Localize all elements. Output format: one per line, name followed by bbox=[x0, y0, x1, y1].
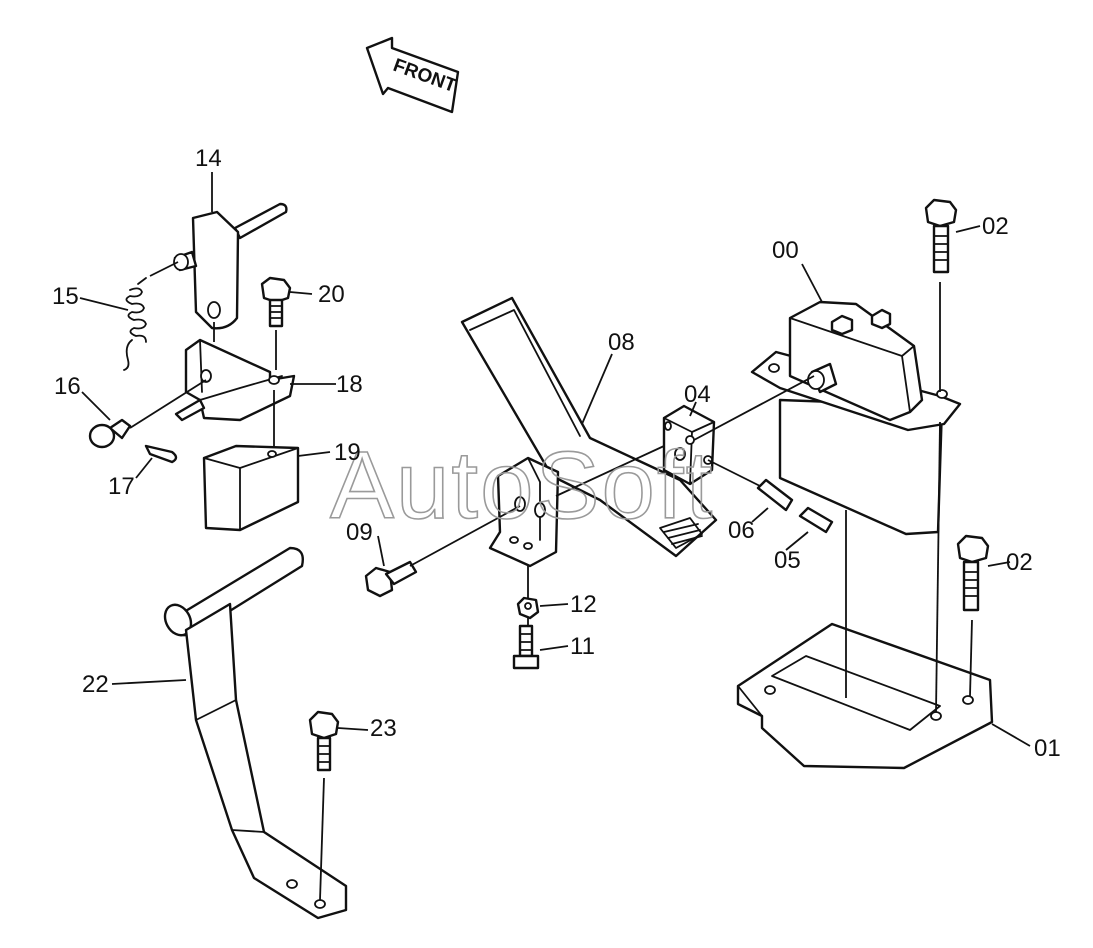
label-18: 18 bbox=[336, 371, 363, 398]
front-arrow-icon: FRONT bbox=[365, 36, 459, 114]
part-11-bolt bbox=[512, 624, 540, 670]
assembly-lines bbox=[129, 261, 973, 901]
label-04: 04 bbox=[684, 381, 711, 408]
label-01: 01 bbox=[1034, 735, 1061, 762]
part-00-unit bbox=[750, 300, 962, 536]
part-02-bolt-bottom bbox=[956, 534, 990, 612]
label-08: 08 bbox=[608, 329, 635, 356]
part-19-block bbox=[202, 444, 300, 532]
label-15: 15 bbox=[52, 283, 79, 310]
label-00: 00 bbox=[772, 237, 799, 264]
part-06-pin bbox=[756, 478, 794, 512]
label-leaders bbox=[79, 172, 1031, 747]
watermark-text: AutoSoft bbox=[330, 432, 714, 539]
part-08-pedal bbox=[460, 296, 718, 558]
label-23: 23 bbox=[370, 715, 397, 742]
part-12-nut bbox=[516, 596, 540, 620]
part-18-bracket bbox=[174, 338, 296, 422]
part-23-bolt bbox=[308, 710, 340, 772]
label-02-bottom: 02 bbox=[1006, 549, 1033, 576]
part-22-arm bbox=[163, 546, 348, 920]
part-17-cotter bbox=[144, 444, 178, 464]
part-labels: 14 15 20 16 18 17 19 08 04 00 02 02 09 0… bbox=[52, 145, 1061, 762]
part-02-bolt-top bbox=[924, 198, 958, 274]
label-17: 17 bbox=[108, 473, 135, 500]
part-01-plate bbox=[736, 622, 994, 770]
part-16-pin bbox=[88, 418, 132, 449]
label-14: 14 bbox=[195, 145, 222, 172]
label-06: 06 bbox=[728, 517, 755, 544]
part-15-spring bbox=[123, 277, 147, 371]
label-16: 16 bbox=[54, 373, 81, 400]
label-20: 20 bbox=[318, 281, 345, 308]
pedal-bracket bbox=[488, 456, 560, 568]
label-19: 19 bbox=[334, 439, 361, 466]
label-22: 22 bbox=[82, 671, 109, 698]
label-09: 09 bbox=[346, 519, 373, 546]
part-20-bolt bbox=[260, 276, 292, 328]
label-11: 11 bbox=[570, 633, 595, 660]
part-09-bolt bbox=[364, 560, 418, 598]
part-05-pin bbox=[798, 506, 834, 534]
part-04-block bbox=[662, 404, 716, 486]
label-12: 12 bbox=[570, 591, 597, 618]
label-02-top: 02 bbox=[982, 213, 1009, 240]
part-14-lever bbox=[173, 202, 288, 330]
label-05: 05 bbox=[774, 547, 801, 574]
